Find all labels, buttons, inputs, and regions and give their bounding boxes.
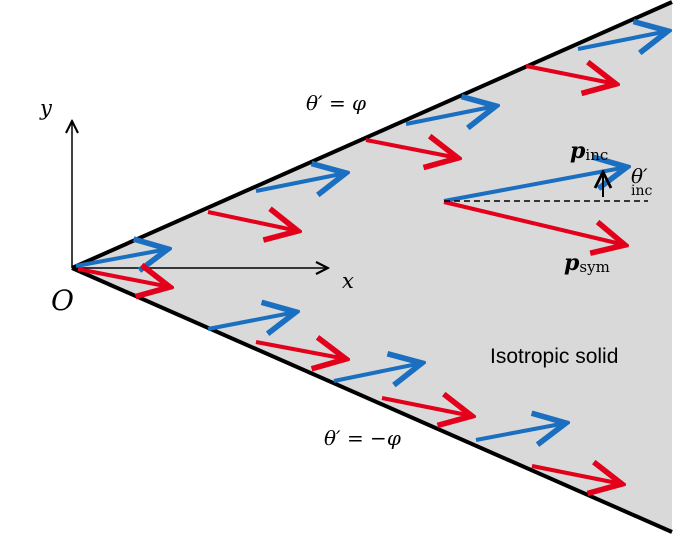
incident-arrow (405, 106, 496, 124)
lower-face-label: θ′ = −φ (324, 426, 401, 450)
incidence-angle-label: θ′inc (631, 164, 652, 199)
x-axis-label: x (342, 269, 354, 293)
reflected-arrow (531, 466, 622, 484)
reflected-arrow (77, 269, 170, 287)
incident-arrows (75, 31, 668, 440)
lower-boundary (71, 266, 673, 534)
incident-arrow (255, 173, 346, 191)
origin-label: O (51, 284, 74, 317)
incident-arrow (475, 423, 566, 440)
reflected-arrows (77, 66, 625, 484)
material-label: Isotropic solid (490, 345, 618, 368)
p-inc-label: pinc (570, 138, 608, 164)
y-axis-label: y (39, 96, 53, 120)
solid-region (72, 2, 672, 532)
upper-boundary (71, 0, 673, 270)
reflected-arrow (255, 342, 346, 359)
reflected-arrow (365, 140, 458, 158)
incident-arrow (75, 249, 168, 266)
upper-face-label: θ′ = φ (306, 91, 366, 115)
incident-arrow (207, 312, 296, 329)
reflected-arrow-main (443, 200, 625, 245)
reflected-arrow (207, 212, 298, 231)
reflected-arrow (381, 398, 472, 416)
incident-arrow (577, 31, 668, 49)
p-sym-label: psym (564, 250, 610, 276)
reflected-arrow (525, 66, 616, 84)
incident-arrow (333, 363, 422, 381)
